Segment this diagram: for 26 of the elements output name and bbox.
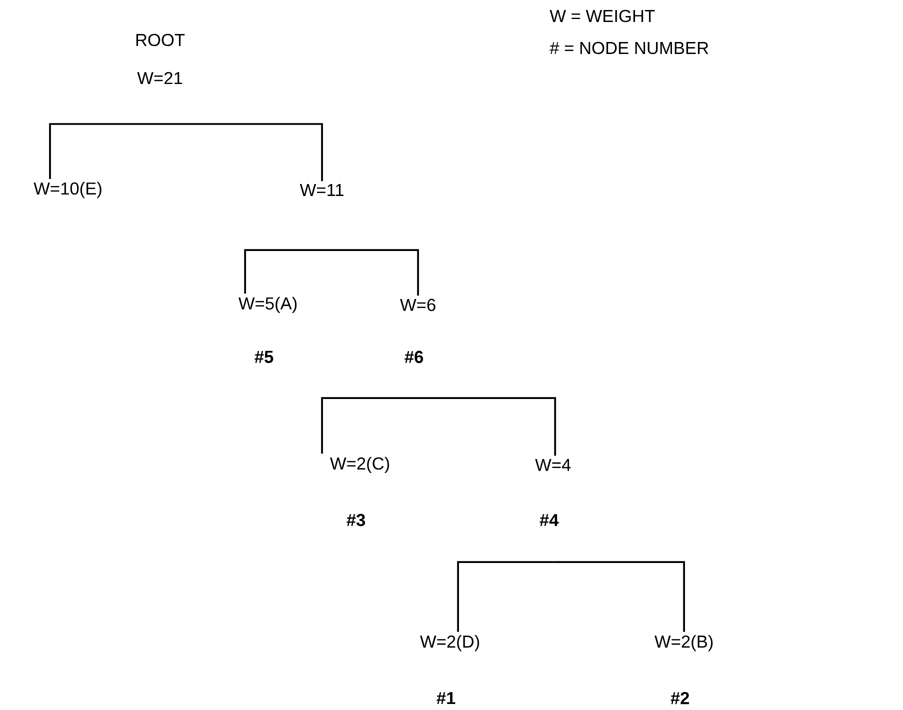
weight-label: W=4 bbox=[535, 459, 571, 471]
tree-connector bbox=[418, 397, 556, 456]
weight-label: W=6 bbox=[400, 298, 436, 312]
root-label: ROOT bbox=[136, 34, 185, 46]
tree-connector bbox=[457, 561, 554, 632]
tree-connector bbox=[49, 123, 160, 179]
weight-label: W=2(B) bbox=[654, 635, 713, 652]
node-number: #3 bbox=[346, 514, 366, 526]
tree-connector bbox=[160, 123, 323, 182]
node-number: #6 bbox=[404, 350, 424, 364]
tree-connector bbox=[321, 397, 418, 454]
node-number: #2 bbox=[670, 692, 689, 704]
weight-label: W=10(E) bbox=[34, 182, 102, 198]
weight-label: W=21 bbox=[137, 72, 182, 84]
weight-label: W=5(A) bbox=[238, 296, 297, 314]
tree-connector bbox=[553, 561, 685, 632]
weight-label: W=2(C) bbox=[330, 456, 390, 474]
legend-text: W = WEIGHT bbox=[550, 10, 655, 22]
tree-connector bbox=[322, 249, 419, 296]
node-number: #4 bbox=[540, 514, 559, 526]
weight-label: W=2(D) bbox=[420, 635, 480, 652]
weight-label: W=11 bbox=[300, 184, 344, 196]
node-number: #5 bbox=[254, 350, 274, 363]
tree-connector bbox=[244, 249, 322, 294]
legend-text: # = NODE NUMBER bbox=[550, 42, 708, 54]
node-number: #1 bbox=[436, 692, 456, 704]
